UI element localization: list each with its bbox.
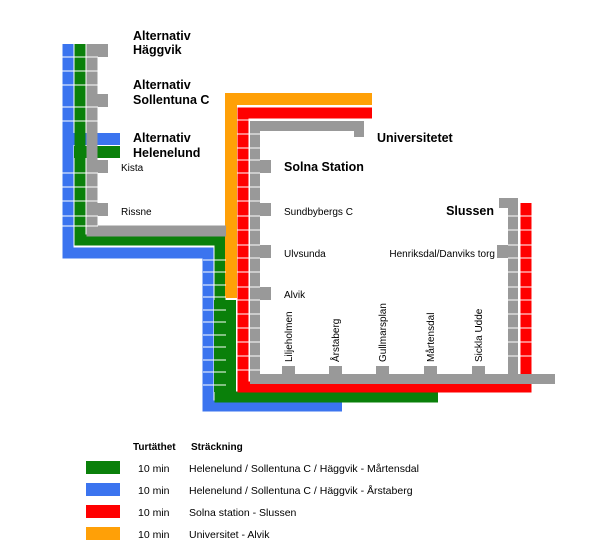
legend-frequency: 10 min <box>138 485 170 497</box>
legend-header-frequency: Turtäthet <box>133 442 176 453</box>
legend-route: Universitet - Alvik <box>189 529 270 541</box>
label-solna-station: Solna Station <box>284 160 364 174</box>
tick-gullmarsplan <box>376 366 389 379</box>
legend-frequency: 10 min <box>138 507 170 519</box>
label-sickla-udde: Sickla Udde <box>474 308 485 362</box>
label-rissne: Rissne <box>121 207 152 218</box>
label-martensdal: Mårtensdal <box>425 313 437 362</box>
label-alvik: Alvik <box>284 290 306 301</box>
legend-route: Helenelund / Sollentuna C / Häggvik - År… <box>189 484 413 497</box>
legend-row: 10 min Solna station - Slussen <box>86 505 297 519</box>
label-kista: Kista <box>121 163 144 174</box>
orange-line <box>225 93 372 298</box>
tick-henriksdal <box>497 245 513 258</box>
tick-sickla-udde <box>472 366 485 379</box>
station-ticks <box>92 44 513 379</box>
gray-line-slussen <box>499 198 518 379</box>
label-alt-helenelund-line2: Helenelund <box>133 146 200 160</box>
legend-frequency: 10 min <box>138 529 170 541</box>
label-ulvsunda: Ulvsunda <box>284 249 326 260</box>
label-arstaberg: Årstaberg <box>329 319 342 362</box>
station-labels: Alternativ Häggvik Alternativ Sollentuna… <box>121 29 495 362</box>
tick-sollentuna <box>92 94 108 107</box>
segment-separators <box>62 56 532 386</box>
tick-sundbybergs-c <box>255 203 271 216</box>
label-universitetet: Universitetet <box>377 131 454 145</box>
legend-row: 10 min Helenelund / Sollentuna C / Häggv… <box>86 461 419 475</box>
blue-line <box>62 44 342 412</box>
legend-row: 10 min Helenelund / Sollentuna C / Häggv… <box>86 483 413 497</box>
tick-liljeholmen <box>282 366 295 379</box>
legend-route: Helenelund / Sollentuna C / Häggvik - Må… <box>189 463 419 475</box>
tick-solna-station <box>255 160 271 173</box>
gray-line-main <box>250 121 555 384</box>
label-henriksdal: Henriksdal/Danviks torg <box>389 249 495 260</box>
legend-row: 10 min Universitet - Alvik <box>86 527 270 541</box>
legend: Turtäthet Sträckning 10 min Helenelund /… <box>86 442 419 541</box>
label-alt-haggvik-line2: Häggvik <box>133 43 182 57</box>
legend-swatch-green <box>86 461 120 474</box>
label-alt-helenelund-line1: Alternativ <box>133 131 191 145</box>
tick-haggvik <box>92 44 108 57</box>
label-alt-haggvik-line1: Alternativ <box>133 29 191 43</box>
green-block <box>214 300 236 392</box>
tick-ulvsunda <box>255 245 271 258</box>
legend-swatch-orange <box>86 527 120 540</box>
legend-swatch-blue <box>86 483 120 496</box>
tick-martensdal <box>424 366 437 379</box>
label-gullmarsplan: Gullmarsplan <box>378 303 389 362</box>
label-alt-sollentuna-line2: Sollentuna C <box>133 93 209 107</box>
tick-rissne <box>92 203 108 216</box>
tick-alvik <box>255 287 271 300</box>
route-lines <box>62 44 555 412</box>
legend-header-route: Sträckning <box>191 442 243 453</box>
label-slussen: Slussen <box>446 204 494 218</box>
legend-frequency: 10 min <box>138 463 170 475</box>
legend-route: Solna station - Slussen <box>189 507 297 519</box>
legend-swatch-red <box>86 505 120 518</box>
tick-arstaberg <box>329 366 342 379</box>
green-line <box>74 44 438 403</box>
red-line <box>237 107 532 393</box>
label-sundbybergs-c: Sundbybergs C <box>284 207 353 218</box>
label-alt-sollentuna-line1: Alternativ <box>133 78 191 92</box>
label-liljeholmen: Liljeholmen <box>284 311 295 362</box>
tick-kista <box>92 160 108 173</box>
